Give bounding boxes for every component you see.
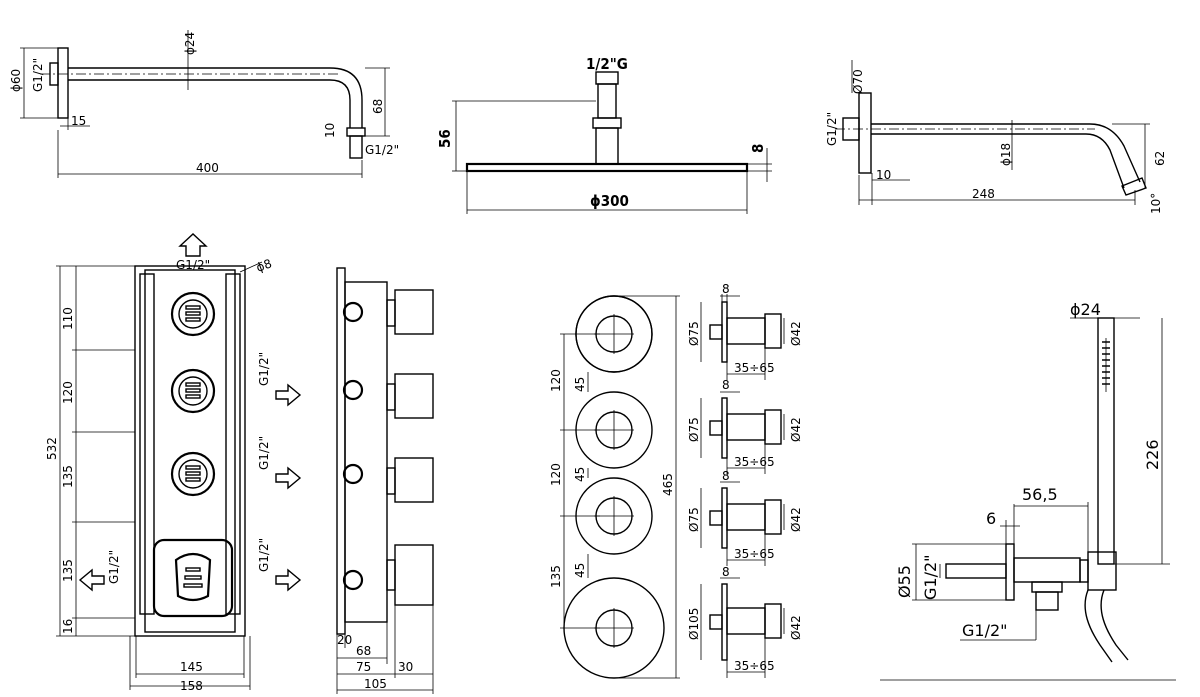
arm1-dia-flange: ϕ60 xyxy=(9,69,23,92)
valve-h2: 120 xyxy=(61,381,75,404)
knob-1-stem: Ø42 xyxy=(789,321,803,346)
valve-body-front xyxy=(56,233,302,690)
hand-thread-out: G1/2" xyxy=(962,621,1008,640)
arm1-thread-out: G1/2" xyxy=(365,143,399,157)
side-d105: 105 xyxy=(364,677,387,691)
arm1-drop: 68 xyxy=(371,99,385,114)
head-thread: 1/2"G xyxy=(586,55,628,73)
plate-g4: 45 xyxy=(573,467,587,482)
valve-h5: 16 xyxy=(61,619,75,634)
shower-arm-short xyxy=(835,60,1150,205)
hand-dia-top: ϕ24 xyxy=(1070,300,1101,319)
valve-side-thread-3: G1/2" xyxy=(257,538,271,572)
knob-4-stem: Ø42 xyxy=(789,615,803,640)
arm2-offset: 10 xyxy=(876,168,891,182)
valve-h3: 135 xyxy=(61,465,75,488)
valve-h4: 135 xyxy=(61,559,75,582)
valve-width-outer: 158 xyxy=(180,679,203,693)
hand-thread-wall: G1/2" xyxy=(921,554,940,600)
plate-g3: 120 xyxy=(549,463,563,486)
face-plate xyxy=(560,295,680,679)
side-d30: 30 xyxy=(398,660,413,674)
shower-arm-wall xyxy=(20,30,390,178)
hand-shower-set xyxy=(880,317,1176,681)
head-diameter: ϕ300 xyxy=(590,192,629,210)
arm1-dia-pipe: ϕ24 xyxy=(183,32,197,55)
side-d75: 75 xyxy=(356,660,371,674)
knob-4 xyxy=(700,577,785,678)
side-d20: 20 xyxy=(337,633,352,647)
knob-2-stem: Ø42 xyxy=(789,417,803,442)
knob-3-dia: Ø75 xyxy=(687,507,701,532)
valve-side-thread-2: G1/2" xyxy=(257,436,271,470)
arm1-end: 10 xyxy=(323,123,337,138)
valve-side-thread-1: G1/2" xyxy=(257,352,271,386)
knob-1 xyxy=(700,294,785,380)
plate-g1: 120 xyxy=(549,369,563,392)
knob-1-top: 8 xyxy=(722,282,730,296)
arm2-dia-flange: Ø70 xyxy=(851,69,865,94)
valve-body-side xyxy=(336,267,434,694)
plate-g2: 45 xyxy=(573,377,587,392)
knob-2-dia: Ø75 xyxy=(687,417,701,442)
arm1-offset: 15 xyxy=(71,114,86,128)
arm1-length: 400 xyxy=(196,161,219,175)
valve-h1: 110 xyxy=(61,307,75,330)
knob-3-range: 35÷65 xyxy=(734,547,775,561)
arm1-thread-wall: G1/2" xyxy=(31,58,45,92)
plate-total: 465 xyxy=(661,473,675,496)
knob-1-dia: Ø75 xyxy=(687,321,701,346)
hand-length: 226 xyxy=(1143,439,1162,470)
knob-2-top: 8 xyxy=(722,378,730,392)
knob-4-range: 35÷65 xyxy=(734,659,775,673)
plate-g5: 135 xyxy=(549,565,563,588)
valve-total: 532 xyxy=(45,437,59,460)
valve-top-thread: G1/2" xyxy=(176,258,210,272)
arm2-thread-wall: G1/2" xyxy=(825,112,839,146)
side-d68: 68 xyxy=(356,644,371,658)
knob-4-dia: Ø105 xyxy=(687,608,701,640)
valve-width-inner: 145 xyxy=(180,660,203,674)
plate-g6: 45 xyxy=(573,563,587,578)
hand-gap: 6 xyxy=(986,509,996,528)
hand-width: 56,5 xyxy=(1022,485,1058,504)
knob-3 xyxy=(700,481,785,566)
knob-3-top: 8 xyxy=(722,469,730,483)
hand-dia-flange: Ø55 xyxy=(895,565,914,598)
knob-3-stem: Ø42 xyxy=(789,507,803,532)
arm2-angle: 10° xyxy=(1149,193,1163,214)
knob-2 xyxy=(700,391,785,474)
valve-screw: ϕ8 xyxy=(254,256,273,274)
knob-2-range: 35÷65 xyxy=(734,455,775,469)
knob-1-range: 35÷65 xyxy=(734,361,775,375)
head-thickness: 8 xyxy=(749,144,767,153)
shower-head xyxy=(452,71,772,214)
head-height: 56 xyxy=(436,129,454,148)
knob-4-top: 8 xyxy=(722,565,730,579)
valve-side-thread-4: G1/2" xyxy=(107,550,121,584)
arm2-drop: 62 xyxy=(1153,151,1167,166)
arm2-length: 248 xyxy=(972,187,995,201)
arm2-dia-pipe: ϕ18 xyxy=(999,143,1013,166)
